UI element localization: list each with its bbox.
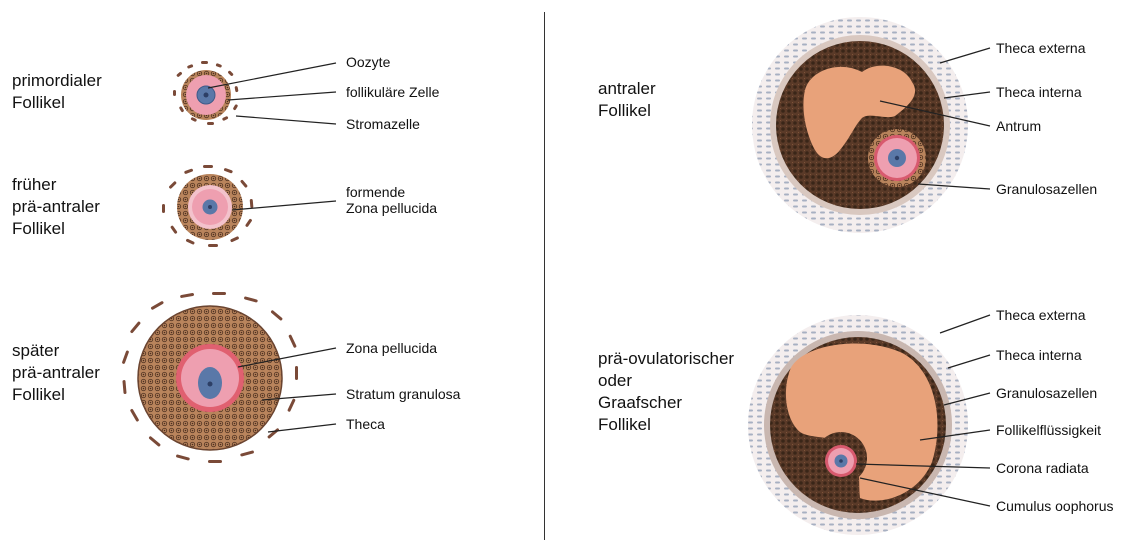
label-corona-radiata: Corona radiata <box>996 460 1089 476</box>
leader-oozyte <box>208 63 336 88</box>
antral-follicle <box>752 17 968 233</box>
leader-pre-theca-externa <box>940 315 990 333</box>
label-pre-granulosazellen: Granulosazellen <box>996 385 1097 401</box>
label-theca: Theca <box>346 416 385 432</box>
label-follikelfluessigkeit: Follikelflüssigkeit <box>996 422 1101 438</box>
label-antral-theca-interna: Theca interna <box>996 84 1082 100</box>
label-oozyte: Oozyte <box>346 54 390 70</box>
label-formende-zona-pellucida: formende Zona pellucida <box>346 184 437 216</box>
leader-pre-theca-interna <box>948 355 990 368</box>
label-antral-theca-externa: Theca externa <box>996 40 1086 56</box>
label-zona-pellucida: Zona pellucida <box>346 340 437 356</box>
label-antrum: Antrum <box>996 118 1041 134</box>
early-preantral-follicle <box>162 165 253 247</box>
primordial-follicle <box>173 61 239 125</box>
leader-theca <box>268 424 336 432</box>
leader-follikulaere-zelle <box>228 92 336 100</box>
late-preantral-follicle <box>122 292 298 463</box>
label-stratum-granulosa: Stratum granulosa <box>346 386 460 402</box>
label-stromazelle: Stromazelle <box>346 116 420 132</box>
leader-antral-theca-externa <box>940 48 990 63</box>
label-follikulaere-zelle: follikuläre Zelle <box>346 84 439 100</box>
leader-formende-zp <box>232 201 336 210</box>
label-cumulus-oophorus: Cumulus oophorus <box>996 498 1114 514</box>
label-pre-theca-externa: Theca externa <box>996 307 1086 323</box>
leader-stromazelle <box>236 116 336 124</box>
label-pre-theca-interna: Theca interna <box>996 347 1082 363</box>
preovulatory-follicle <box>748 315 968 535</box>
label-antral-granulosazellen: Granulosazellen <box>996 181 1097 197</box>
